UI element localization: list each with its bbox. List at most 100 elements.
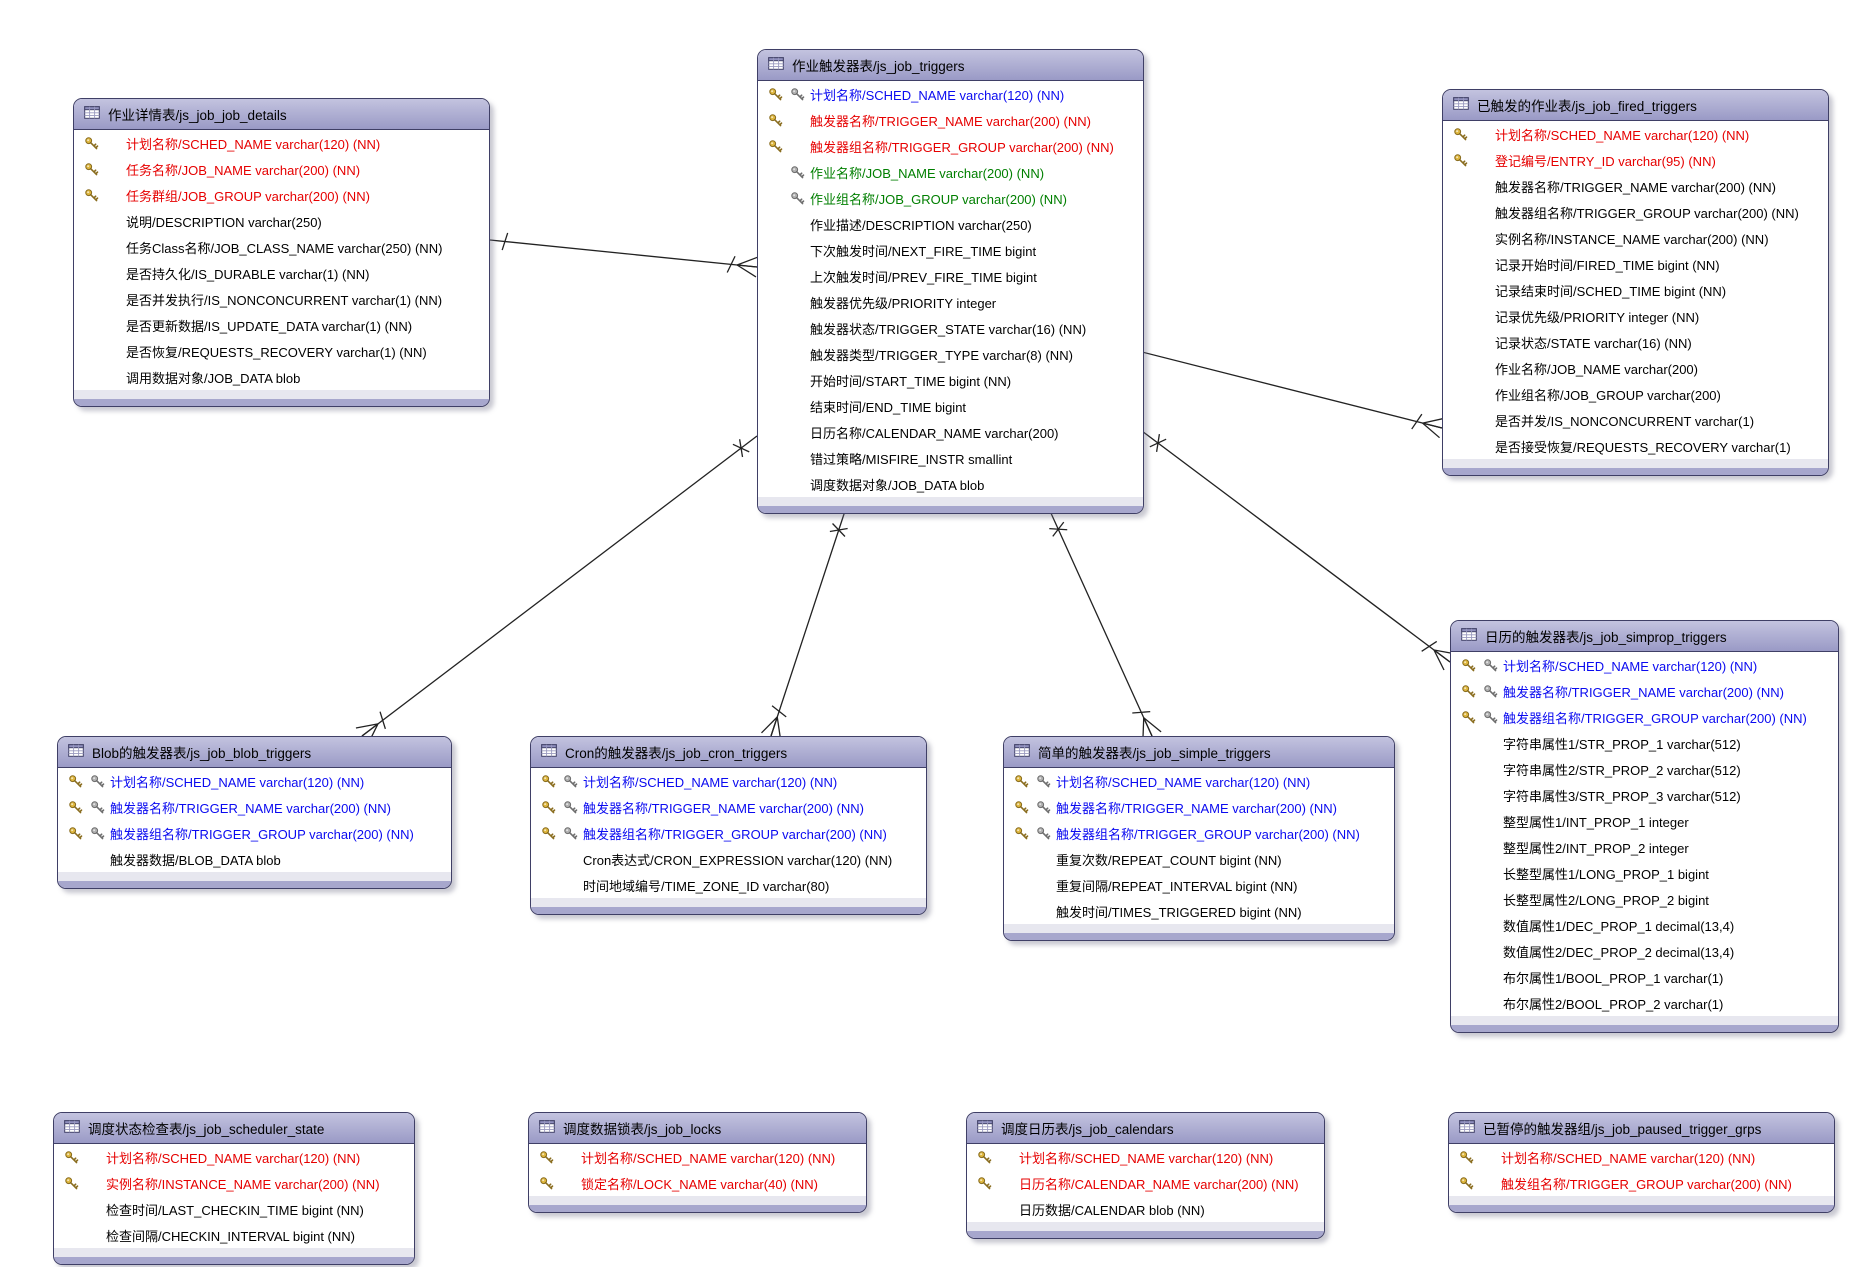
field-row[interactable]: 计划名称/SCHED_NAME varchar(120) (NN) <box>58 768 451 794</box>
field-row[interactable]: 长整型属性2/LONG_PROP_2 bigint <box>1451 886 1838 912</box>
field-row[interactable]: 上次触发时间/PREV_FIRE_TIME bigint <box>758 263 1143 289</box>
table-header[interactable]: 日历的触发器表/js_job_simprop_triggers <box>1451 621 1838 652</box>
table-header[interactable]: 调度状态检查表/js_job_scheduler_state <box>54 1113 414 1144</box>
field-row[interactable]: 计划名称/SCHED_NAME varchar(120) (NN) <box>1443 121 1828 147</box>
table-header[interactable]: 已触发的作业表/js_job_fired_triggers <box>1443 90 1828 121</box>
field-row[interactable]: 计划名称/SCHED_NAME varchar(120) (NN) <box>1449 1144 1834 1170</box>
field-row[interactable]: 错过策略/MISFIRE_INSTR smallint <box>758 445 1143 471</box>
field-row[interactable]: 触发器数据/BLOB_DATA blob <box>58 846 451 872</box>
field-row[interactable]: 日历名称/CALENDAR_NAME varchar(200) <box>758 419 1143 445</box>
table-header[interactable]: 调度数据锁表/js_job_locks <box>529 1113 866 1144</box>
rel-triggers-to-blob-triggers[interactable] <box>355 435 758 745</box>
field-row[interactable]: 记录优先级/PRIORITY integer (NN) <box>1443 303 1828 329</box>
field-row[interactable]: 作业名称/JOB_NAME varchar(200) <box>1443 355 1828 381</box>
rel-triggers-to-fired-triggers[interactable] <box>1141 351 1445 439</box>
field-row[interactable]: 开始时间/START_TIME bigint (NN) <box>758 367 1143 393</box>
field-row[interactable]: 触发器名称/TRIGGER_NAME varchar(200) (NN) <box>58 794 451 820</box>
field-row[interactable]: 字符串属性2/STR_PROP_2 varchar(512) <box>1451 756 1838 782</box>
field-row[interactable]: 实例名称/INSTANCE_NAME varchar(200) (NN) <box>1443 225 1828 251</box>
field-row[interactable]: 触发器组名称/TRIGGER_GROUP varchar(200) (NN) <box>1451 704 1838 730</box>
field-row[interactable]: 整型属性1/INT_PROP_1 integer <box>1451 808 1838 834</box>
field-row[interactable]: 触发组名称/TRIGGER_GROUP varchar(200) (NN) <box>1449 1170 1834 1196</box>
field-row[interactable]: 记录结束时间/SCHED_TIME bigint (NN) <box>1443 277 1828 303</box>
field-row[interactable]: 数值属性2/DEC_PROP_2 decimal(13,4) <box>1451 938 1838 964</box>
table-header[interactable]: Blob的触发器表/js_job_blob_triggers <box>58 737 451 768</box>
field-row[interactable]: 计划名称/SCHED_NAME varchar(120) (NN) <box>529 1144 866 1170</box>
field-row[interactable]: 实例名称/INSTANCE_NAME varchar(200) (NN) <box>54 1170 414 1196</box>
field-row[interactable]: 下次触发时间/NEXT_FIRE_TIME bigint <box>758 237 1143 263</box>
field-row[interactable]: 作业名称/JOB_NAME varchar(200) (NN) <box>758 159 1143 185</box>
field-row[interactable]: Cron表达式/CRON_EXPRESSION varchar(120) (NN… <box>531 846 926 872</box>
field-row[interactable]: 说明/DESCRIPTION varchar(250) <box>74 208 489 234</box>
field-row[interactable]: 是否并发/IS_NONCONCURRENT varchar(1) <box>1443 407 1828 433</box>
field-row[interactable]: 检查间隔/CHECKIN_INTERVAL bigint (NN) <box>54 1222 414 1248</box>
field-row[interactable]: 是否恢复/REQUESTS_RECOVERY varchar(1) (NN) <box>74 338 489 364</box>
field-row[interactable]: 长整型属性1/LONG_PROP_1 bigint <box>1451 860 1838 886</box>
field-row[interactable]: 计划名称/SCHED_NAME varchar(120) (NN) <box>1004 768 1394 794</box>
field-row[interactable]: 时间地域编号/TIME_ZONE_ID varchar(80) <box>531 872 926 898</box>
field-row[interactable]: 结束时间/END_TIME bigint <box>758 393 1143 419</box>
field-row[interactable]: 作业组名称/JOB_GROUP varchar(200) <box>1443 381 1828 407</box>
field-row[interactable]: 触发器优先级/PRIORITY integer <box>758 289 1143 315</box>
table-header[interactable]: 简单的触发器表/js_job_simple_triggers <box>1004 737 1394 768</box>
table-header[interactable]: Cron的触发器表/js_job_cron_triggers <box>531 737 926 768</box>
field-row[interactable]: 作业组名称/JOB_GROUP varchar(200) (NN) <box>758 185 1143 211</box>
field-row[interactable]: 触发器名称/TRIGGER_NAME varchar(200) (NN) <box>1004 794 1394 820</box>
field-row[interactable]: 任务Class名称/JOB_CLASS_NAME varchar(250) (N… <box>74 234 489 260</box>
field-row[interactable]: 日历数据/CALENDAR blob (NN) <box>967 1196 1324 1222</box>
field-row[interactable]: 计划名称/SCHED_NAME varchar(120) (NN) <box>531 768 926 794</box>
field-row[interactable]: 是否更新数据/IS_UPDATE_DATA varchar(1) (NN) <box>74 312 489 338</box>
field-row[interactable]: 触发器组名称/TRIGGER_GROUP varchar(200) (NN) <box>1443 199 1828 225</box>
rel-triggers-to-cron-triggers[interactable] <box>761 510 848 740</box>
field-row[interactable]: 计划名称/SCHED_NAME varchar(120) (NN) <box>967 1144 1324 1170</box>
field-row[interactable]: 触发器类型/TRIGGER_TYPE varchar(8) (NN) <box>758 341 1143 367</box>
table-header[interactable]: 作业详情表/js_job_job_details <box>74 99 489 130</box>
field-row[interactable]: 数值属性1/DEC_PROP_1 decimal(13,4) <box>1451 912 1838 938</box>
rel-triggers-to-simple-triggers[interactable] <box>1049 510 1162 741</box>
table-header[interactable]: 作业触发器表/js_job_triggers <box>758 50 1143 81</box>
field-row[interactable]: 记录状态/STATE varchar(16) (NN) <box>1443 329 1828 355</box>
field-row[interactable]: 整型属性2/INT_PROP_2 integer <box>1451 834 1838 860</box>
field-row[interactable]: 触发时间/TIMES_TRIGGERED bigint (NN) <box>1004 898 1394 924</box>
field-row[interactable]: 触发器状态/TRIGGER_STATE varchar(16) (NN) <box>758 315 1143 341</box>
field-row[interactable]: 触发器组名称/TRIGGER_GROUP varchar(200) (NN) <box>531 820 926 846</box>
field-row[interactable]: 字符串属性1/STR_PROP_1 varchar(512) <box>1451 730 1838 756</box>
field-row[interactable]: 调度数据对象/JOB_DATA blob <box>758 471 1143 497</box>
field-row[interactable]: 检查时间/LAST_CHECKIN_TIME bigint (NN) <box>54 1196 414 1222</box>
field-row[interactable]: 计划名称/SCHED_NAME varchar(120) (NN) <box>74 130 489 156</box>
field-row[interactable]: 任务名称/JOB_NAME varchar(200) (NN) <box>74 156 489 182</box>
field-row[interactable]: 调用数据对象/JOB_DATA blob <box>74 364 489 390</box>
field-row[interactable]: 是否接受恢复/REQUESTS_RECOVERY varchar(1) <box>1443 433 1828 459</box>
field-row[interactable]: 记录开始时间/FIRED_TIME bigint (NN) <box>1443 251 1828 277</box>
field-row[interactable]: 布尔属性2/BOOL_PROP_2 varchar(1) <box>1451 990 1838 1016</box>
field-row[interactable]: 日历名称/CALENDAR_NAME varchar(200) (NN) <box>967 1170 1324 1196</box>
field-row[interactable]: 布尔属性1/BOOL_PROP_1 varchar(1) <box>1451 964 1838 990</box>
field-row[interactable]: 任务群组/JOB_GROUP varchar(200) (NN) <box>74 182 489 208</box>
rel-triggers-to-simprop-triggers[interactable] <box>1141 430 1457 671</box>
field-row[interactable]: 登记编号/ENTRY_ID varchar(95) (NN) <box>1443 147 1828 173</box>
field-row[interactable]: 作业描述/DESCRIPTION varchar(250) <box>758 211 1143 237</box>
field-row[interactable]: 触发器名称/TRIGGER_NAME varchar(200) (NN) <box>758 107 1143 133</box>
field-row[interactable]: 触发器名称/TRIGGER_NAME varchar(200) (NN) <box>1443 173 1828 199</box>
field-row[interactable]: 计划名称/SCHED_NAME varchar(120) (NN) <box>54 1144 414 1170</box>
field-row[interactable]: 触发器名称/TRIGGER_NAME varchar(200) (NN) <box>531 794 926 820</box>
field-row[interactable]: 是否并发执行/IS_NONCONCURRENT varchar(1) (NN) <box>74 286 489 312</box>
rel-job-details-to-triggers[interactable] <box>489 232 759 278</box>
field-row[interactable]: 触发器组名称/TRIGGER_GROUP varchar(200) (NN) <box>758 133 1143 159</box>
field-row[interactable]: 触发器组名称/TRIGGER_GROUP varchar(200) (NN) <box>58 820 451 846</box>
field-row[interactable]: 计划名称/SCHED_NAME varchar(120) (NN) <box>1451 652 1838 678</box>
table-header[interactable]: 已暂停的触发器组/js_job_paused_trigger_grps <box>1449 1113 1834 1144</box>
table-header[interactable]: 调度日历表/js_job_calendars <box>967 1113 1324 1144</box>
field-row[interactable]: 触发器名称/TRIGGER_NAME varchar(200) (NN) <box>1451 678 1838 704</box>
field-row[interactable]: 计划名称/SCHED_NAME varchar(120) (NN) <box>758 81 1143 107</box>
